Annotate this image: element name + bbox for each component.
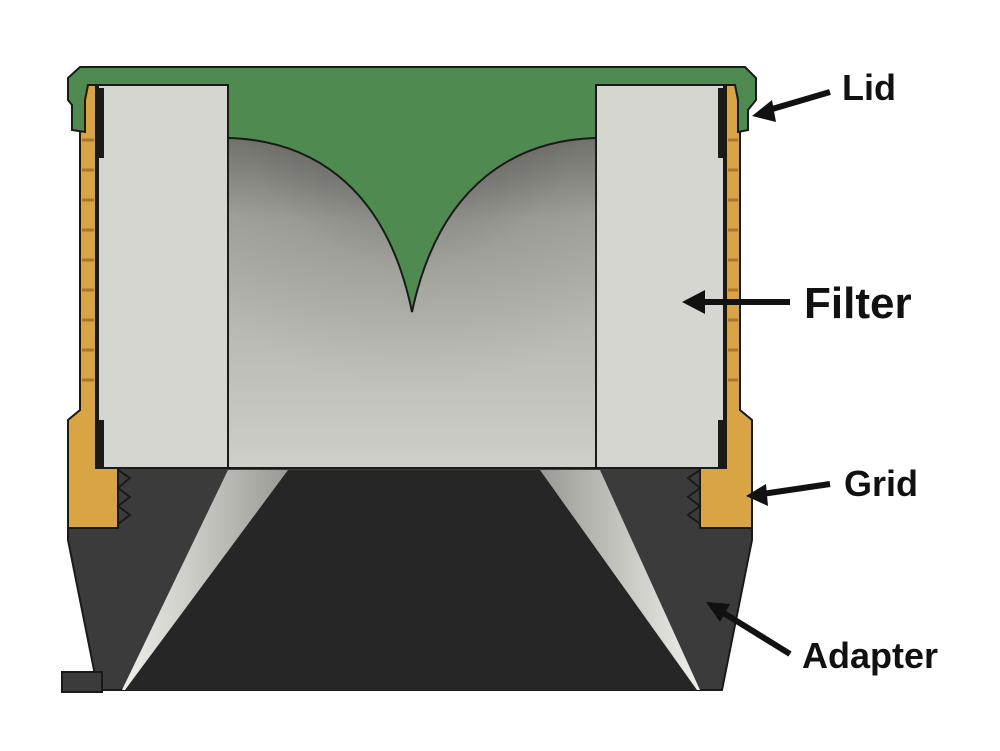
arrow-left-icon	[720, 609, 792, 657]
arrow-left-icon	[761, 481, 831, 497]
grid-left-threads	[116, 469, 132, 525]
adapter-inner-cone	[125, 470, 698, 690]
filter-right-wall	[595, 84, 725, 469]
callout-adapter: Adapter	[706, 602, 938, 676]
label-adapter: Adapter	[802, 635, 938, 676]
filter-left-wall	[97, 84, 229, 469]
callout-lid: Lid	[752, 67, 896, 122]
adapter-left-slit	[122, 470, 288, 690]
grid-left-slots	[82, 138, 94, 382]
grid-right-slots	[728, 138, 738, 382]
callout-filter: Filter	[682, 279, 912, 328]
adapter-right-slit	[540, 470, 700, 690]
label-filter: Filter	[804, 279, 912, 328]
label-lid: Lid	[842, 67, 896, 108]
label-grid: Grid	[844, 463, 918, 504]
grid-left-wall	[67, 84, 119, 529]
adapter-foot-tab	[61, 671, 103, 693]
lid-shape	[67, 66, 757, 313]
lid-body	[67, 66, 757, 313]
grid-right-threads	[686, 469, 702, 525]
adapter-body	[61, 467, 753, 693]
callout-grid: Grid	[746, 463, 918, 506]
